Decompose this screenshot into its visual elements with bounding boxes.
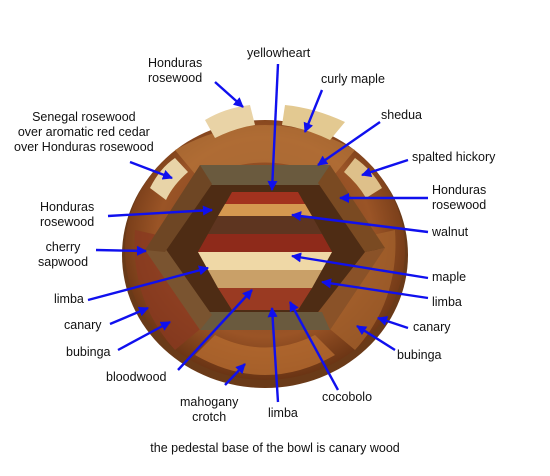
- rim-maple-left: [205, 105, 255, 138]
- rim-segment-right: [325, 230, 396, 350]
- arrow-curly-maple: [303, 89, 324, 133]
- label-bubinga-left: bubinga: [66, 345, 111, 359]
- bowl: [122, 105, 408, 388]
- arrow-cocobolo: [288, 301, 340, 391]
- label-maple: maple: [432, 270, 467, 284]
- arrow-shedua: [317, 121, 381, 166]
- arrow-limba-bottom: [267, 306, 280, 403]
- label-yellowheart: yellowheart: [247, 46, 311, 60]
- arrow-limba-right: [321, 278, 429, 300]
- arrow-bloodwood: [177, 289, 253, 371]
- arrow-mahogany-crotch: [224, 363, 246, 386]
- stripe-maple: [198, 252, 332, 270]
- stripe-bloodwood-upper: [198, 234, 332, 252]
- label-canary-right: canary: [413, 320, 451, 334]
- label-walnut: walnut: [432, 225, 469, 239]
- label-limba-left: limba: [54, 292, 84, 306]
- label-cocobolo: cocobolo: [322, 390, 373, 404]
- arrow-yellowheart: [267, 63, 280, 192]
- slat-upper-left: [145, 165, 212, 252]
- label-curly-maple: curly maple: [321, 72, 385, 86]
- arrow-honduras-rosewood-left: [107, 205, 214, 218]
- arrow-cherry-sapwood: [95, 245, 148, 256]
- slat-upper-right: [318, 165, 385, 252]
- label-spalted-hickory: spalted hickory: [412, 150, 496, 164]
- arrow-canary-right: [377, 316, 409, 330]
- label-bubinga-right: bubinga: [397, 348, 442, 362]
- arrow-limba-left: [87, 265, 209, 302]
- arrow-spalted-hickory: [361, 158, 409, 177]
- arrow-bubinga-left: [117, 320, 171, 352]
- arrow-bubinga-right: [356, 324, 396, 352]
- stripe-yellowheart: [218, 204, 312, 216]
- label-canary-left: canary: [64, 318, 102, 332]
- label-shedua: shedua: [381, 108, 423, 122]
- rim-segment-bottom: [195, 335, 335, 375]
- stripe-limba: [208, 270, 322, 288]
- caption: the pedestal base of the bowl is canary …: [150, 441, 400, 455]
- stripe-bloodwood-lower: [218, 288, 312, 310]
- slat-bottom: [200, 312, 330, 330]
- rim-maple-outer-right: [344, 158, 382, 198]
- slat-top: [200, 165, 330, 185]
- label-bloodwood: bloodwood: [106, 370, 167, 384]
- pointer-arrows: [87, 63, 429, 403]
- arrow-honduras-rosewood-top: [214, 81, 244, 108]
- arrow-maple: [291, 252, 429, 280]
- label-limba-right: limba: [432, 295, 462, 309]
- slat-lower-left: [145, 248, 212, 330]
- stripe-walnut: [208, 216, 322, 234]
- arrow-walnut: [290, 211, 429, 234]
- arrow-senegal-rosewood: [129, 160, 173, 180]
- rim-maple-right: [282, 105, 345, 140]
- label-limba-bottom: limba: [268, 406, 298, 420]
- arrow-canary-left: [109, 306, 149, 326]
